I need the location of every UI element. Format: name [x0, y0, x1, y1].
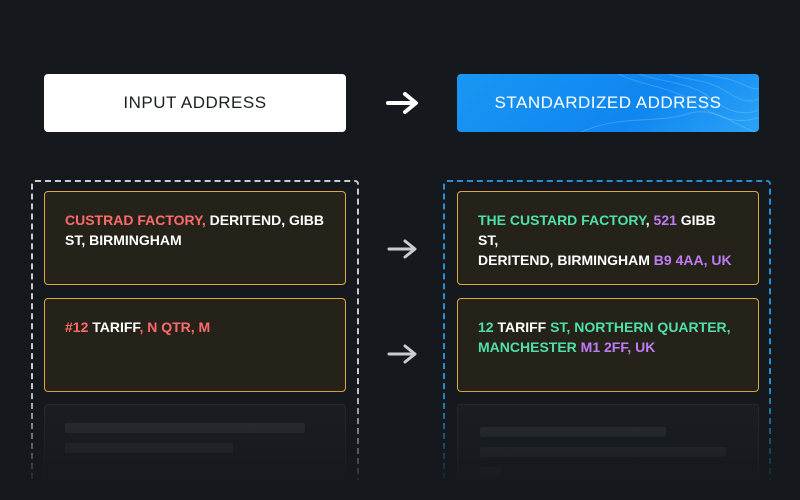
address-line: DERITEND, BIRMINGHAM B9 4AA, UK: [478, 250, 738, 270]
placeholder-bar: [480, 447, 726, 457]
output-panel: [443, 180, 771, 480]
address-segment: ,: [645, 212, 654, 228]
address-segment: #12: [65, 319, 89, 335]
address-segment: M1 2FF, UK: [580, 339, 656, 355]
address-segment: DERITEND, BIRMINGHAM: [478, 252, 654, 268]
standardized-address-header: STANDARDIZED ADDRESS: [457, 74, 759, 132]
address-segment: CUSTRAD FACTORY,: [65, 212, 206, 228]
contour-pattern: [580, 74, 759, 132]
arrow-right-icon: [387, 344, 417, 364]
address-segment: TARIFF: [88, 319, 140, 335]
arrow-right-icon: [386, 92, 418, 114]
address-line: ST, BIRMINGHAM: [65, 230, 325, 250]
input-address-header: INPUT ADDRESS: [44, 74, 346, 132]
address-segment: ST, NORTHERN QUARTER,: [550, 319, 731, 335]
standardized-address-label: STANDARDIZED ADDRESS: [494, 93, 722, 112]
address-segment: ST, BIRMINGHAM: [65, 232, 182, 248]
address-line: #12 TARIFF, N QTR, M: [65, 317, 325, 337]
placeholder-bar: [65, 443, 233, 453]
placeholder-card: [457, 404, 759, 494]
input-card-1: CUSTRAD FACTORY, DERITEND, GIBB ST, BIRM…: [44, 191, 346, 285]
input-card-2: #12 TARIFF, N QTR, M: [44, 298, 346, 392]
placeholder-bar: [65, 423, 305, 433]
address-segment: DERITEND, GIBB: [205, 212, 325, 228]
address-line: CUSTRAD FACTORY, DERITEND, GIBB: [65, 210, 325, 230]
output-card-1: THE CUSTARD FACTORY, 521 GIBB ST, DERITE…: [457, 191, 759, 285]
output-card-2: 12 TARIFF ST, NORTHERN QUARTER, MANCHEST…: [457, 298, 759, 392]
address-line: MANCHESTER M1 2FF, UK: [478, 337, 738, 357]
address-segment: B9 4AA, UK: [653, 252, 732, 268]
placeholder-bar: [480, 467, 502, 477]
address-segment: THE CUSTARD FACTORY: [478, 212, 646, 228]
input-address-label: INPUT ADDRESS: [123, 93, 267, 112]
input-panel: [31, 180, 359, 480]
arrow-right-icon: [387, 239, 417, 259]
address-segment: GIBB ST,: [478, 212, 716, 248]
placeholder-card: [44, 404, 346, 494]
address-line: THE CUSTARD FACTORY, 521 GIBB ST,: [478, 210, 738, 250]
address-line: 12 TARIFF ST, NORTHERN QUARTER,: [478, 317, 738, 337]
address-segment: 521: [653, 212, 677, 228]
address-segment: MANCHESTER: [478, 339, 581, 355]
address-segment: 12: [478, 319, 494, 335]
address-segment: TARIFF: [493, 319, 551, 335]
placeholder-bar: [480, 427, 666, 437]
address-segment: , N QTR, M: [139, 319, 211, 335]
